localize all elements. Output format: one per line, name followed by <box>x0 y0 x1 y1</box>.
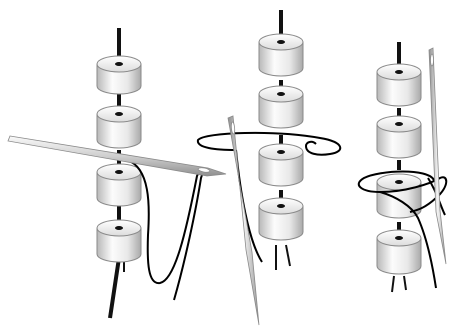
panel-step-3 <box>359 42 447 292</box>
bead <box>97 56 141 94</box>
cord <box>110 258 119 318</box>
cord-end <box>392 276 394 292</box>
bead <box>97 164 141 206</box>
needle <box>228 116 259 325</box>
bead <box>97 220 141 262</box>
cord-end <box>286 245 290 266</box>
bead <box>97 106 141 148</box>
bead <box>259 86 303 128</box>
cord-end <box>404 276 406 290</box>
bead <box>377 64 421 106</box>
bead <box>259 34 303 76</box>
needle <box>429 48 446 264</box>
bead <box>259 198 303 240</box>
panel-step-1 <box>8 28 226 318</box>
bead <box>259 144 303 186</box>
panel-step-2 <box>198 10 340 325</box>
bead <box>377 116 421 158</box>
bead <box>377 230 421 274</box>
